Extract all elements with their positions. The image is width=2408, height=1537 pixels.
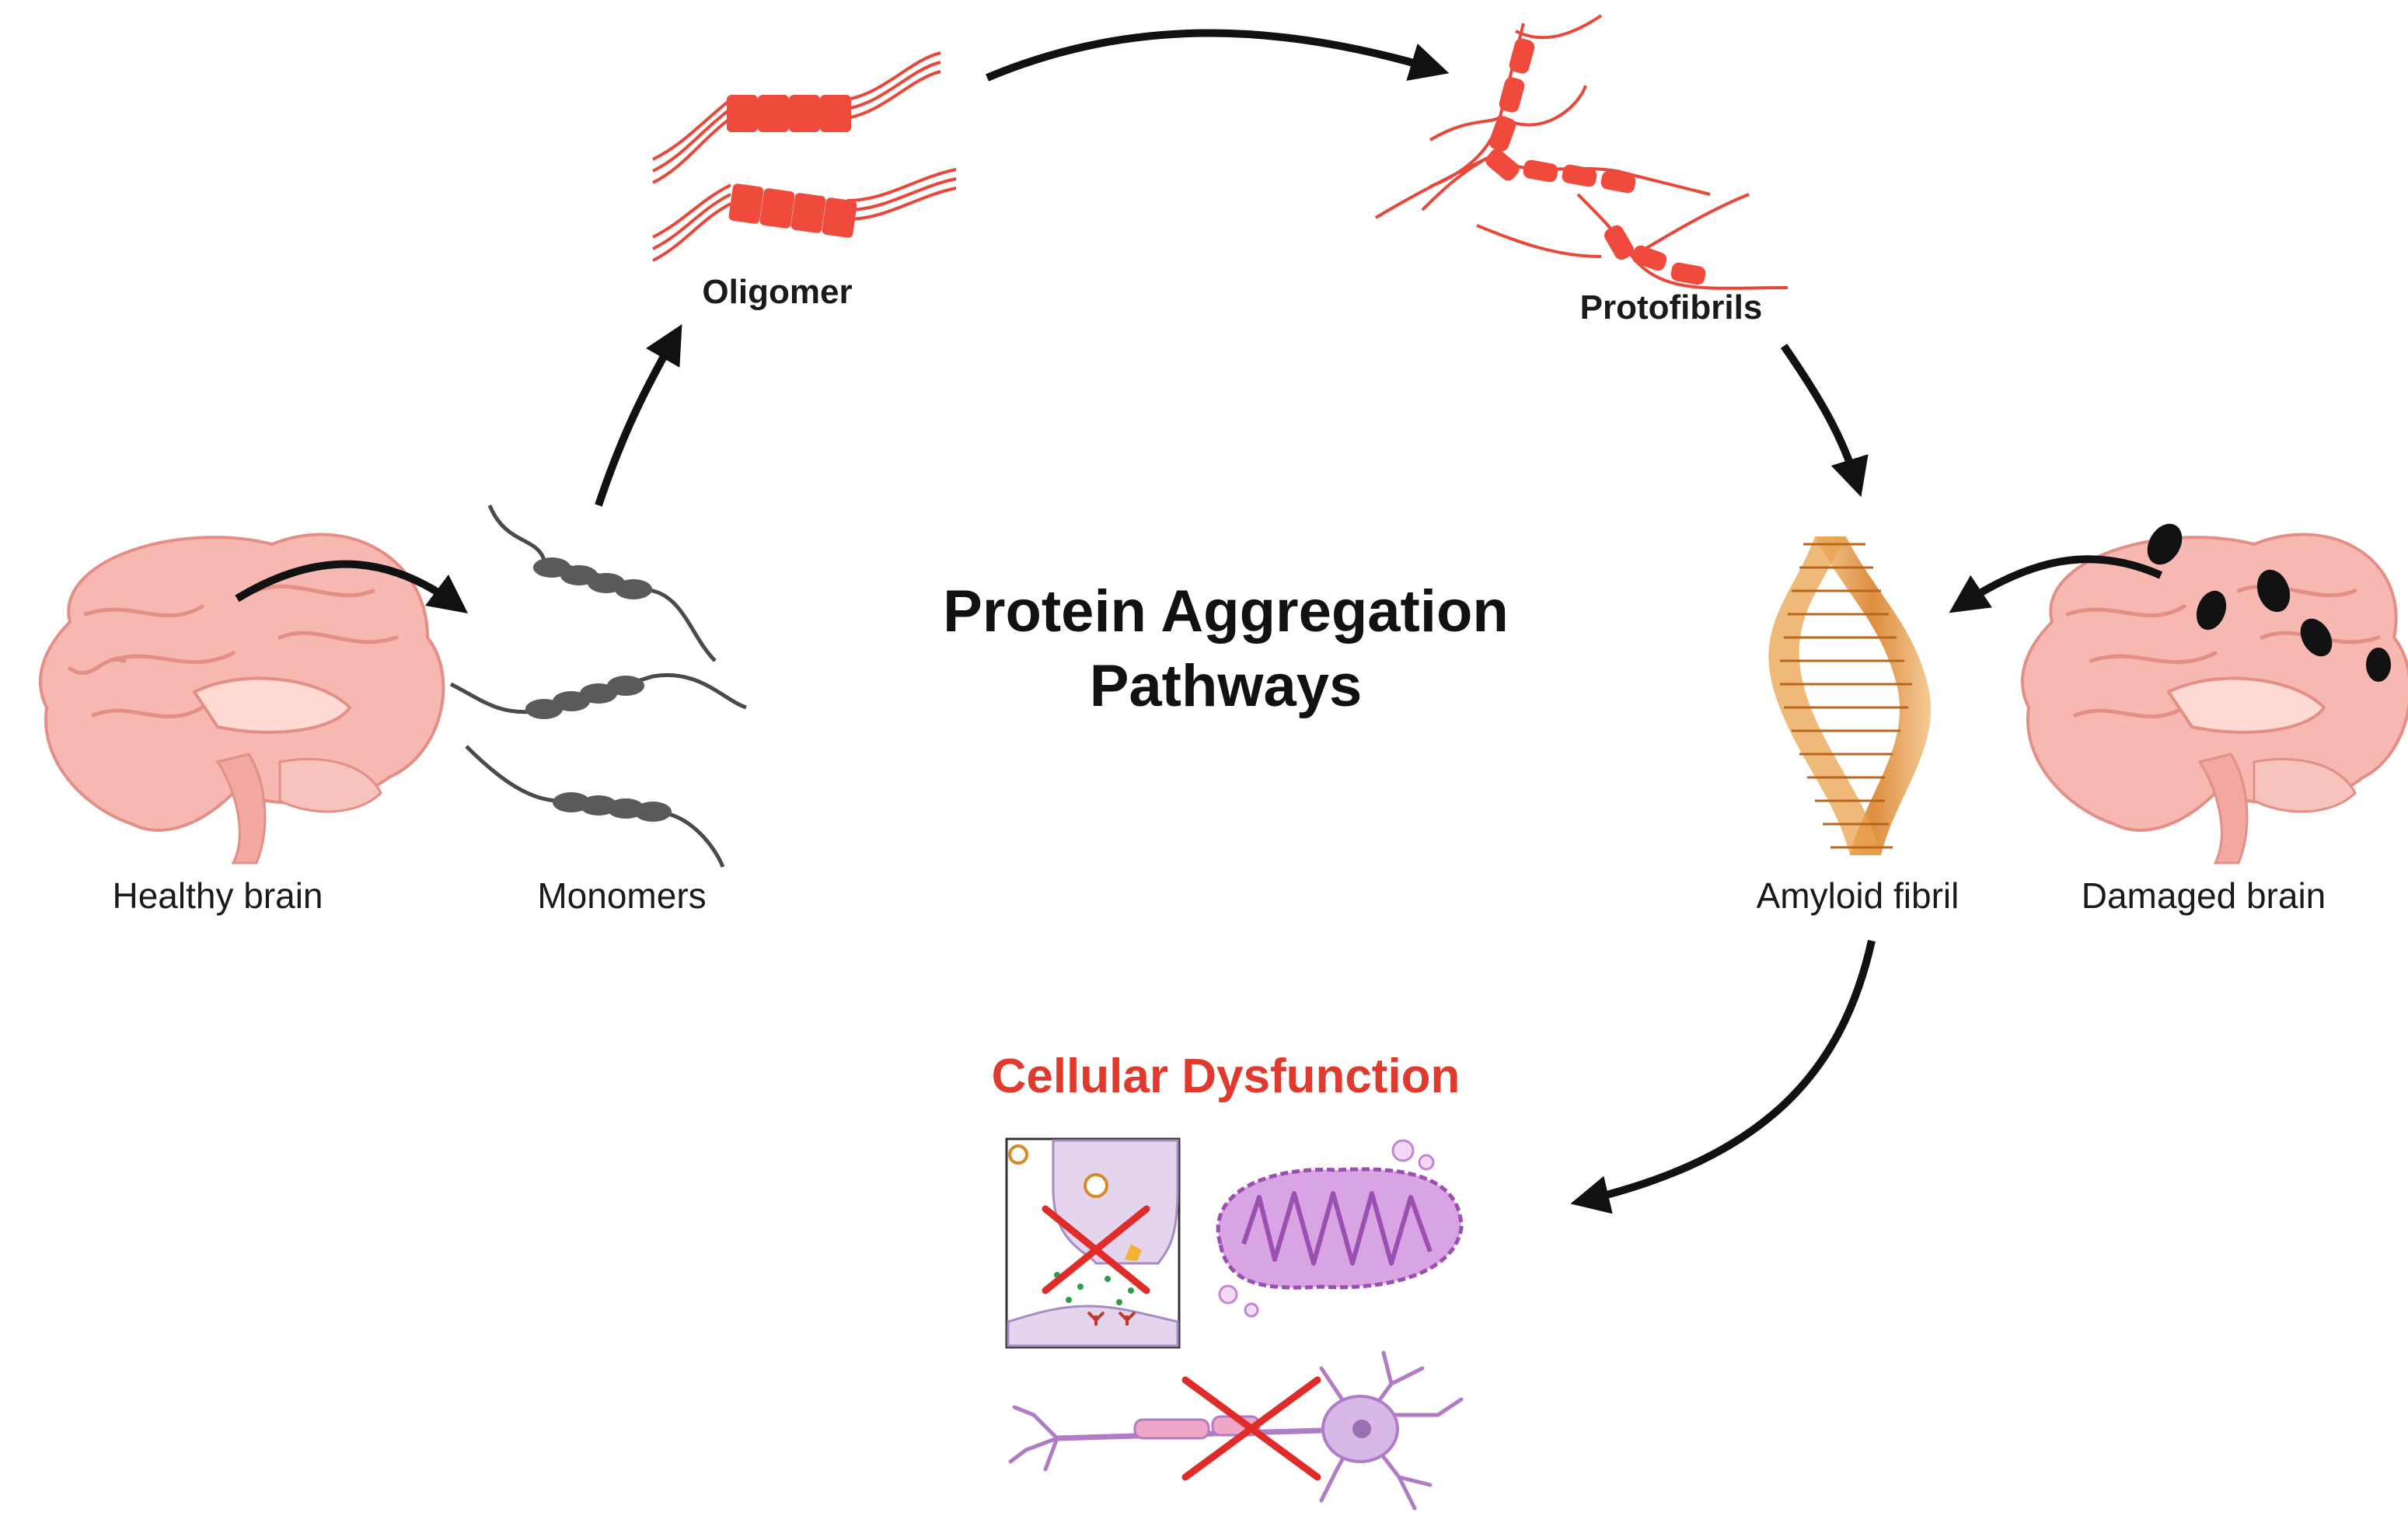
neuron-cross-icon [1181, 1376, 1321, 1481]
monomers-to-oligomer-arrow [595, 323, 682, 507]
oligomer-to-protofibrils-arrow [986, 29, 1450, 82]
plaque-spots [2147, 523, 2391, 682]
protofibrils-to-fibril-arrow [1780, 344, 1869, 498]
oligomer-label: Oligomer [702, 273, 852, 311]
amyloid-fibril-label: Amyloid fibril [1757, 875, 1960, 916]
diagram-title-line2: Pathways [1090, 653, 1363, 719]
healthy-brain-icon [39, 533, 445, 865]
protofibrils-label: Protofibrils [1580, 288, 1763, 327]
amyloid-fibril-icon [1768, 536, 1932, 855]
cross-icon [1042, 1205, 1150, 1294]
healthy-brain-label: Healthy brain [112, 875, 323, 916]
monomer-beads [525, 557, 672, 822]
damaged-brain-icon [2021, 523, 2408, 865]
fibril-to-dysfunction-arrow [1570, 939, 1876, 1214]
healthy-to-monomers-arrow [235, 560, 469, 613]
monomers-label: Monomers [537, 875, 706, 916]
oligomer-icon [652, 51, 957, 262]
cellular-dysfunction-label: Cellular Dysfunction [992, 1050, 1461, 1103]
diagram-title-line1: Protein Aggregation [943, 578, 1509, 644]
damaged-brain-label: Damaged brain [2082, 875, 2326, 916]
neuron-icon [1008, 1350, 1464, 1511]
mitochondrion-icon [1216, 1139, 1464, 1318]
synapse-icon [1005, 1137, 1181, 1349]
protofibril-icon [1374, 14, 1789, 290]
damaged-to-fibril-arrow [1949, 555, 2163, 613]
